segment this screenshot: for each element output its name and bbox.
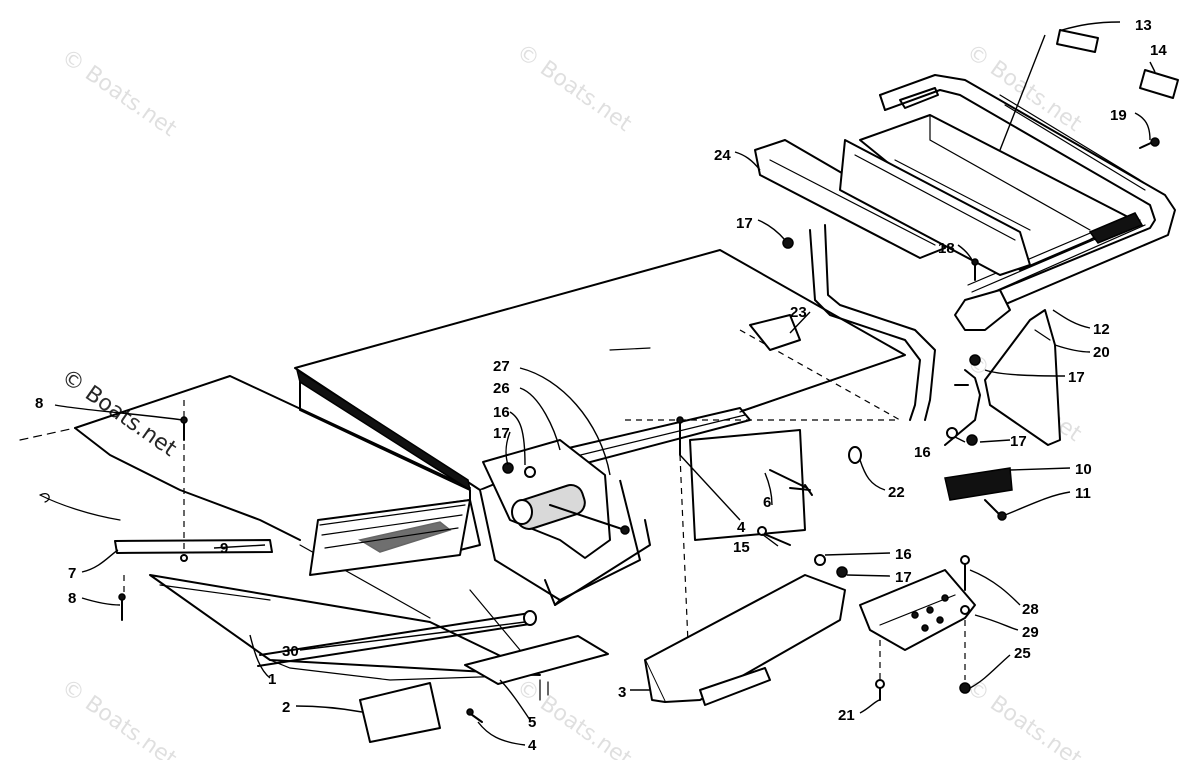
callout-24: 24	[714, 147, 731, 164]
callout-20: 20	[1093, 344, 1110, 361]
washer-16	[524, 466, 536, 478]
callout-16: 16	[493, 404, 510, 421]
guard-plate	[464, 635, 609, 685]
callout-19: 19	[1110, 107, 1127, 124]
callout-13: 13	[1135, 17, 1152, 34]
callout-2: 2	[282, 699, 290, 716]
nut-17-top	[782, 237, 794, 249]
callout-8: 8	[35, 395, 43, 412]
hinge-bracket	[482, 439, 630, 559]
callout-4: 4	[528, 737, 537, 754]
callout-16: 16	[895, 546, 912, 563]
callout-16: 16	[914, 444, 931, 461]
decal-14	[1139, 69, 1179, 99]
callout-11: 11	[1075, 485, 1091, 502]
left-tunnel-section	[19, 375, 541, 681]
watermark: © Boats.net	[962, 674, 1087, 760]
callout-3: 3	[618, 684, 626, 701]
rear-bumper-assembly	[754, 74, 1176, 446]
callout-6: 6	[763, 494, 771, 511]
callout-23: 23	[790, 304, 807, 321]
callout-17: 17	[1068, 369, 1085, 386]
callout-27: 27	[493, 358, 510, 375]
callout-17: 17	[1010, 433, 1027, 450]
callout-4: 4	[737, 519, 746, 536]
main-tunnel	[294, 249, 906, 606]
bumper-frame-bar	[754, 139, 946, 259]
lower-brackets	[644, 555, 976, 706]
flap-decal	[359, 682, 441, 743]
rear-rail	[114, 539, 273, 554]
callout-17: 17	[895, 569, 912, 586]
callout-29: 29	[1022, 624, 1039, 641]
callout-14: 14	[1150, 42, 1167, 59]
nut-25	[959, 682, 971, 694]
callout-10: 10	[1075, 461, 1092, 478]
callout-7: 7	[68, 565, 76, 582]
callout-8: 8	[68, 590, 76, 607]
callout-5: 5	[528, 714, 536, 731]
watermark: © Boats.net	[57, 44, 182, 142]
watermark: © Boats.net	[57, 674, 182, 760]
callout-18: 18	[938, 240, 955, 257]
callout-17: 17	[736, 215, 753, 232]
decal-13	[1056, 29, 1099, 53]
callout-21: 21	[838, 707, 855, 724]
bumper-side-plate	[984, 309, 1061, 446]
callout-1: 1	[268, 671, 276, 688]
callout-22: 22	[888, 484, 905, 501]
leader-lines	[54, 21, 1156, 746]
callout-numbers: 13 14 19 24 17 18 12 20 17 23 16 17 10 1…	[35, 17, 1167, 754]
callout-17: 17	[493, 425, 510, 442]
callout-26: 26	[493, 380, 510, 397]
callout-12: 12	[1093, 321, 1110, 338]
callout-15: 15	[733, 539, 750, 556]
callout-30: 30	[282, 643, 299, 660]
watermark: © Boats.net	[512, 39, 637, 137]
callout-28: 28	[1022, 601, 1039, 618]
hitch-bracket	[944, 467, 1013, 501]
callout-25: 25	[1014, 645, 1031, 662]
callout-9: 9	[220, 540, 228, 557]
